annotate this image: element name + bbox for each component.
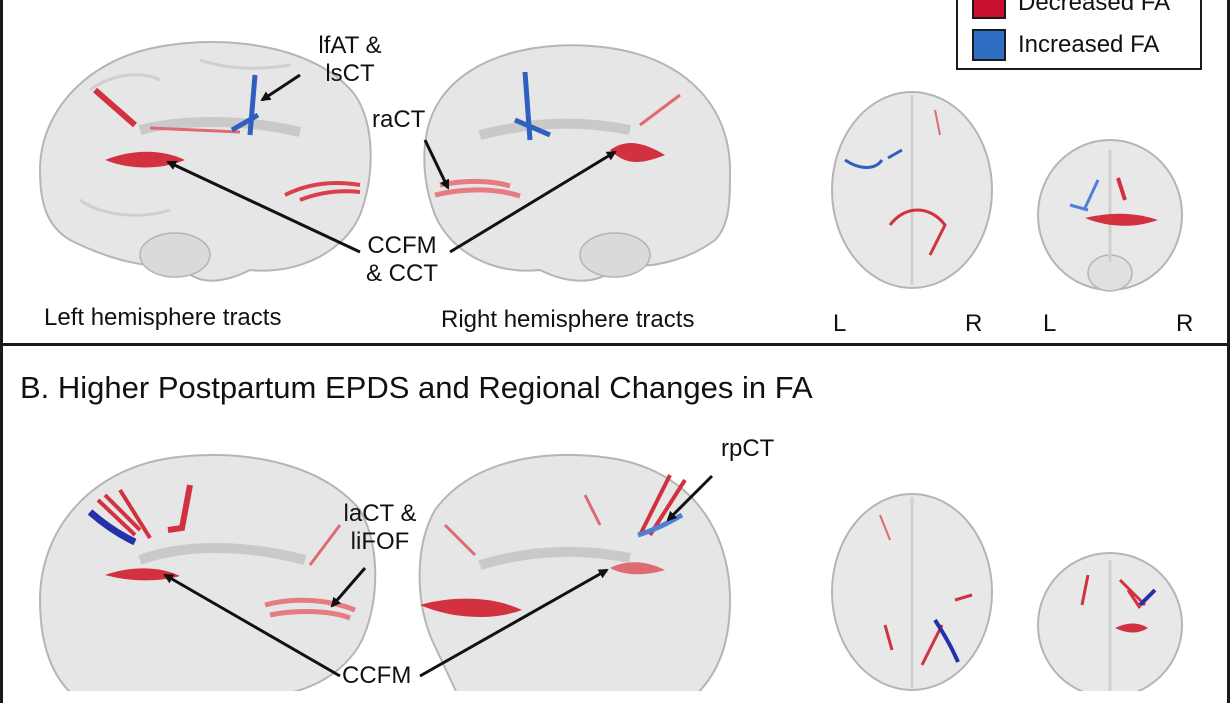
tract-blue bbox=[514, 71, 551, 141]
tract-blue bbox=[933, 618, 960, 663]
tract-red bbox=[1080, 574, 1090, 606]
tract-red bbox=[610, 143, 665, 162]
tract-red bbox=[1115, 623, 1148, 633]
arrow-ccfm-left-b bbox=[163, 573, 341, 678]
arrow-lact bbox=[330, 567, 367, 608]
axial-brain-a bbox=[831, 91, 993, 289]
label-ccfm-a-line1: CCFM bbox=[367, 232, 437, 259]
label-ccfm-b: CCFM bbox=[342, 662, 412, 689]
tract-red bbox=[420, 598, 522, 617]
panel-b-title: B. Higher Postpartum EPDS and Regional C… bbox=[20, 370, 813, 405]
panel-b-frame bbox=[0, 343, 1230, 703]
tract-red bbox=[105, 151, 185, 168]
arrow-rpct bbox=[666, 474, 714, 522]
tract-red bbox=[96, 488, 152, 540]
tract-red bbox=[888, 208, 947, 256]
tract-red bbox=[308, 524, 342, 566]
tract-blue bbox=[1069, 179, 1100, 212]
label-ccfm-a-line2: & CCT bbox=[366, 260, 438, 287]
coronal-right-marker: R bbox=[1176, 310, 1194, 337]
tract-red bbox=[1116, 177, 1127, 201]
legend-swatch-decreased bbox=[972, 0, 1006, 19]
axial-left-marker: L bbox=[833, 310, 847, 337]
label-lfat-line2: lsCT bbox=[325, 60, 375, 87]
tract-red bbox=[105, 568, 180, 581]
legend-item-increased: Increased FA bbox=[972, 28, 1159, 62]
label-ccfm-a: CCFM & CCT bbox=[352, 232, 452, 288]
right-hemisphere-brain-a bbox=[423, 44, 732, 282]
tract-red bbox=[954, 593, 973, 602]
right-hemisphere-brain-b bbox=[418, 453, 732, 691]
tract-red bbox=[883, 624, 944, 666]
legend-label-decreased: Decreased FA bbox=[1018, 0, 1171, 16]
tract-red bbox=[1118, 578, 1147, 609]
arrow-ccfm-right-b bbox=[419, 568, 609, 678]
caption-right-hemisphere: Right hemisphere tracts bbox=[441, 306, 695, 333]
tract-blue bbox=[844, 148, 903, 169]
legend: Decreased FA Increased FA bbox=[956, 0, 1202, 70]
left-hemisphere-brain-b bbox=[38, 453, 377, 691]
legend-item-decreased: Decreased FA bbox=[972, 0, 1170, 20]
label-lfat: lfAT & lsCT bbox=[300, 32, 400, 88]
label-lact-line2: liFOF bbox=[350, 528, 410, 555]
left-hemisphere-brain-a bbox=[38, 41, 372, 282]
tract-blue bbox=[637, 512, 684, 538]
arrow-ccfm-right bbox=[449, 150, 617, 254]
tract-red bbox=[879, 514, 891, 541]
tract-red bbox=[93, 87, 137, 128]
tract-red bbox=[639, 93, 681, 127]
label-ract: raCT bbox=[372, 106, 426, 133]
tract-red bbox=[167, 484, 193, 533]
axial-brain-b bbox=[831, 493, 993, 691]
label-lfat-line1: lfAT & bbox=[318, 32, 382, 59]
axial-right-marker: R bbox=[965, 310, 983, 337]
tract-blue bbox=[1138, 588, 1157, 607]
caption-left-hemisphere: Left hemisphere tracts bbox=[44, 304, 282, 331]
arrow-ract bbox=[423, 139, 450, 190]
label-rpct: rpCT bbox=[721, 435, 775, 462]
arrow-lfat bbox=[260, 73, 301, 102]
tract-blue bbox=[87, 509, 137, 546]
label-lact: laCT & liFOF bbox=[325, 500, 435, 556]
tract-red bbox=[443, 523, 477, 557]
legend-swatch-increased bbox=[972, 29, 1006, 61]
label-lact-line1: laCT & bbox=[343, 500, 417, 527]
tract-blue bbox=[230, 74, 260, 136]
tract-red bbox=[284, 181, 361, 202]
tract-red bbox=[583, 494, 602, 526]
legend-label-increased: Increased FA bbox=[1018, 31, 1160, 58]
coronal-brain-a bbox=[1037, 139, 1183, 292]
tract-red bbox=[1085, 213, 1158, 226]
arrow-ccfm-left bbox=[166, 160, 361, 254]
coronal-brain-b bbox=[1037, 552, 1183, 691]
coronal-left-marker: L bbox=[1043, 310, 1057, 337]
tract-red bbox=[149, 126, 241, 134]
tract-red bbox=[934, 109, 941, 136]
tract-red bbox=[264, 597, 356, 621]
tract-red bbox=[610, 562, 665, 575]
